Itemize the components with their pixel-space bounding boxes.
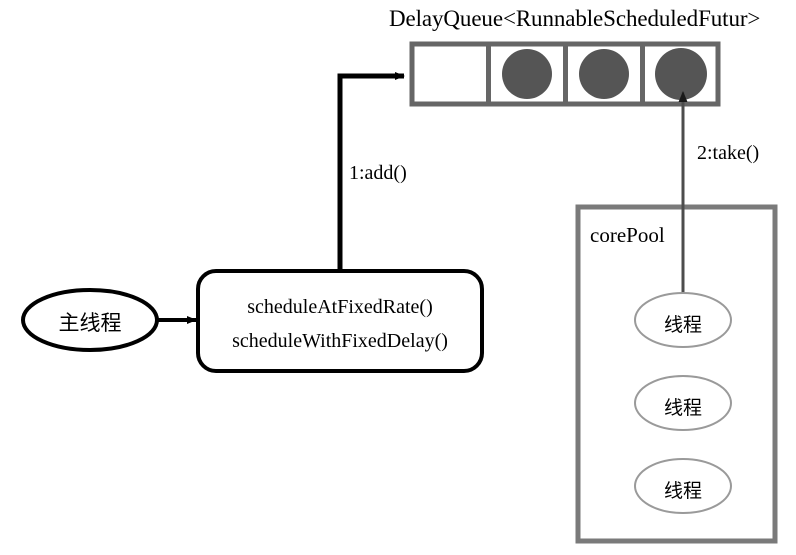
add-edge-label: 1:add() xyxy=(349,162,407,184)
delay-queue-title: DelayQueue<RunnableScheduledFutur> xyxy=(389,6,761,31)
pool-thread-label: 线程 xyxy=(663,397,702,419)
main-thread-label: 主线程 xyxy=(58,311,122,335)
main-thread-ellipse xyxy=(21,288,159,352)
add-arrow xyxy=(337,72,405,271)
take-edge-label: 2:take() xyxy=(697,142,760,164)
scheduler-method-schedule-with-fixed-delay: scheduleWithFixedDelay() xyxy=(232,330,448,352)
core-pool-label: corePool xyxy=(590,223,665,247)
scheduler-box xyxy=(196,269,484,373)
core-pool-box xyxy=(575,204,778,544)
delay-queue-container xyxy=(409,41,721,107)
queue-item-circle xyxy=(655,48,707,100)
pool-thread-label: 线程 xyxy=(663,314,702,336)
queue-item-circle xyxy=(502,49,552,99)
pool-thread-label: 线程 xyxy=(663,480,702,502)
scheduler-method-schedule-at-fixed-rate: scheduleAtFixedRate() xyxy=(247,296,433,318)
pool-thread-ellipse xyxy=(634,292,732,348)
pool-thread-ellipse xyxy=(634,375,732,431)
queue-item-circle xyxy=(579,49,629,99)
pool-thread-ellipse xyxy=(634,458,732,514)
